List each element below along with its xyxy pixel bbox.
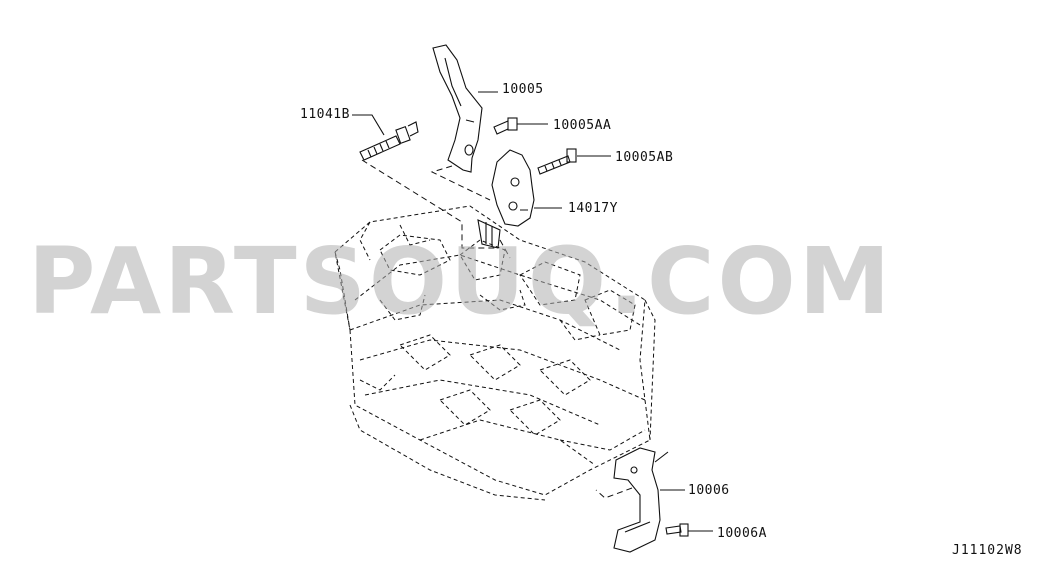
part-11041B-stud	[352, 114, 419, 161]
diagram-code: J11102W8	[952, 543, 1023, 558]
callout-10005AB[interactable]: 10005AB	[615, 150, 674, 165]
callout-leaders	[478, 91, 528, 211]
callout-10005[interactable]: 10005	[502, 82, 544, 97]
part-10006-bracket	[613, 447, 685, 553]
part-14017Y-bracket	[477, 149, 562, 249]
engine-block-phantom	[334, 205, 656, 501]
callout-11041B[interactable]: 11041B	[300, 107, 350, 122]
part-10005AB-bolt	[537, 148, 611, 175]
leader-dashes	[361, 159, 633, 499]
part-10005-bracket	[432, 44, 483, 173]
part-10005AA-bolt	[493, 117, 548, 135]
callout-10006A[interactable]: 10006A	[717, 526, 767, 541]
part-10006A-bolt	[665, 523, 713, 537]
watermark: PARTSOUQ.COM	[28, 228, 894, 335]
callout-10005AA[interactable]: 10005AA	[553, 118, 612, 133]
callout-10006[interactable]: 10006	[688, 483, 730, 498]
callout-14017Y[interactable]: 14017Y	[568, 201, 618, 216]
